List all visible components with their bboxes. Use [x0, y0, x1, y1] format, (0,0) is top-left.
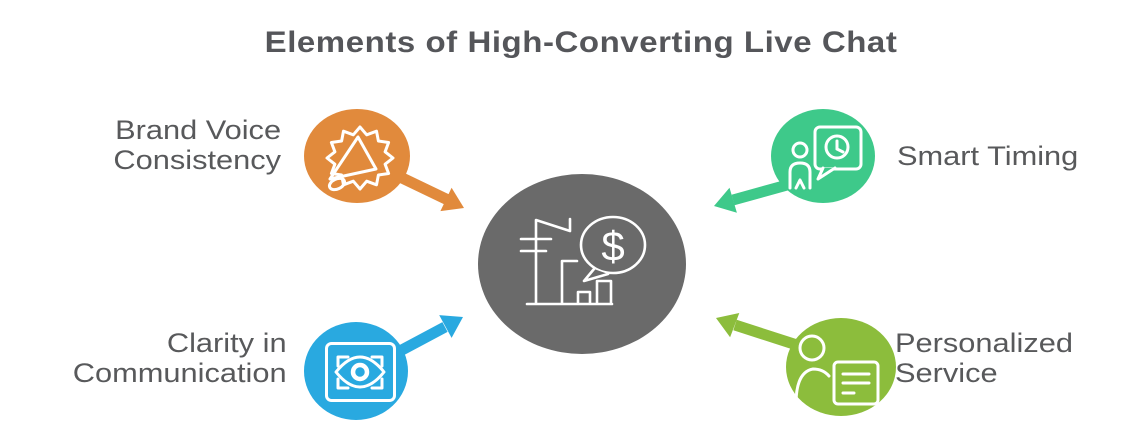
center-circle	[478, 174, 686, 354]
page-title: Elements of High-Converting Live Chat	[264, 26, 898, 59]
label-clarity: Clarity in Communication	[73, 328, 287, 388]
megaphone-burst-icon	[325, 125, 395, 192]
clarity-circle	[304, 322, 408, 420]
node-clarity	[304, 315, 463, 420]
label-brand-voice: Brand Voice Consistency	[113, 115, 281, 175]
storefront-money-chat-icon	[519, 215, 647, 306]
label-personalized: Personalized Service	[895, 328, 1073, 388]
arrow-shaft	[397, 322, 448, 356]
arrow-head	[714, 187, 737, 213]
arrow-head	[440, 187, 464, 212]
dollar-glyph: $	[601, 223, 624, 270]
node-smart-timing	[714, 109, 875, 213]
node-personalized	[716, 313, 896, 416]
arrow-shaft	[395, 171, 451, 205]
arrow-head	[716, 313, 740, 338]
label-smart-timing: Smart Timing	[897, 141, 1079, 171]
person-chat-clock-icon	[788, 125, 863, 190]
node-brand-voice	[304, 109, 464, 212]
node-center: $	[478, 174, 686, 354]
arrow-shaft	[733, 319, 802, 352]
brand-voice-circle	[304, 109, 410, 203]
person-note-icon	[794, 334, 880, 406]
eye-focus-screen-icon	[325, 342, 396, 402]
arrow-brand-voice	[395, 171, 464, 212]
arrow-clarity	[397, 315, 463, 356]
arrow-personalized	[716, 313, 802, 352]
arrow-head	[439, 315, 463, 338]
